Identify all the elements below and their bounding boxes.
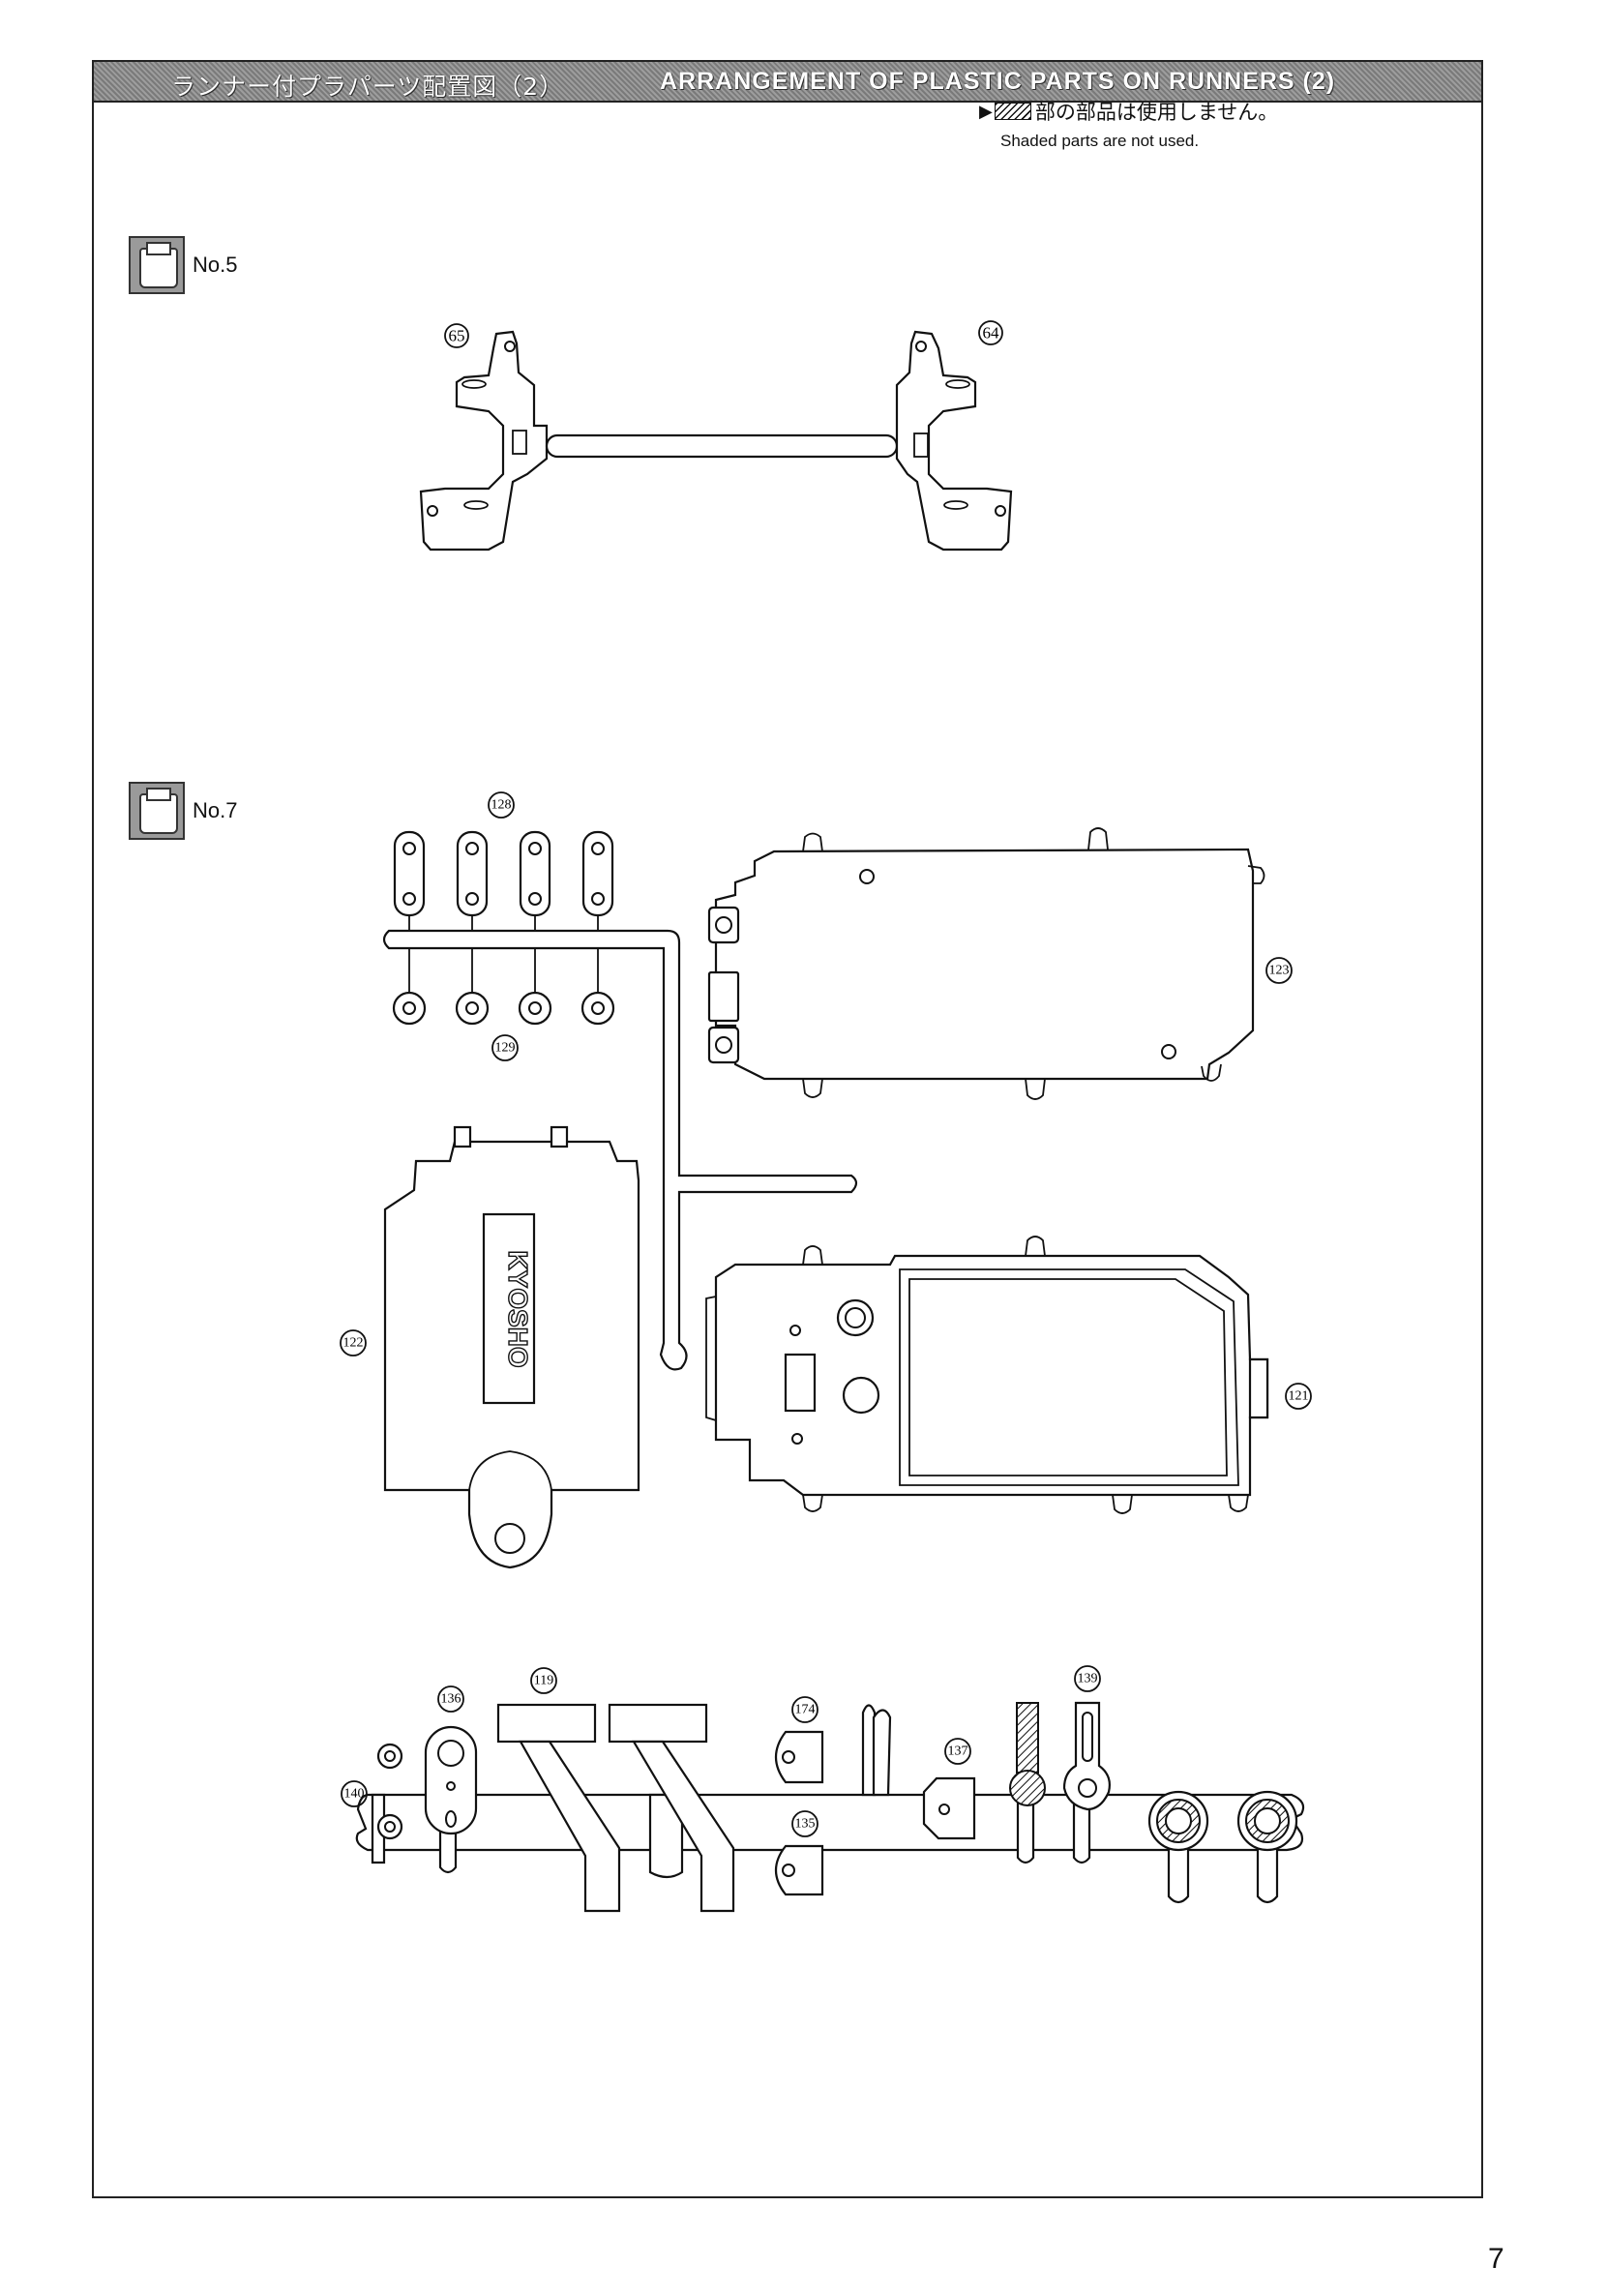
part-number-64: 64 <box>978 320 1003 345</box>
parts-bag-icon <box>129 782 185 840</box>
triangle-right-icon: ▶ <box>979 101 993 122</box>
part-number-122: 122 <box>340 1329 367 1357</box>
part-number-174: 174 <box>791 1696 818 1723</box>
part-unused-bushings <box>1147 1790 1298 1852</box>
runner-label-no5: No.5 <box>193 253 238 277</box>
part-65-hole <box>504 341 516 352</box>
part-136-shape <box>424 1725 478 1835</box>
part-64-slot <box>945 379 970 389</box>
part-number-128: 128 <box>488 791 515 819</box>
part-123-shape <box>707 827 1265 1100</box>
part-64-hole <box>915 341 927 352</box>
runner-label-no7: No.7 <box>193 798 238 822</box>
note-text-english: Shaded parts are not used. <box>1000 132 1200 150</box>
runner-heading-no5: No.5 <box>129 236 237 294</box>
part-number-174-text: 174 <box>795 1703 816 1717</box>
part-number-135: 135 <box>791 1810 818 1837</box>
part-number-123: 123 <box>1265 957 1293 984</box>
part-number-129: 129 <box>491 1034 519 1061</box>
part-number-140-text: 140 <box>344 1787 365 1802</box>
runner-no5-diagram: 65 64 <box>419 320 1013 552</box>
part-122-shape: KYOSHO <box>383 1125 640 1569</box>
part-number-137-text: 137 <box>948 1744 968 1759</box>
note-japanese-line: ▶ 部の部品は使用しません。 <box>979 97 1278 126</box>
part-135-shape <box>774 1844 824 1896</box>
part-number-119-text: 119 <box>534 1674 553 1688</box>
part-number-139: 139 <box>1074 1665 1101 1692</box>
part-number-121-text: 121 <box>1289 1389 1309 1404</box>
part-137-shape <box>922 1776 976 1840</box>
runner-posts <box>371 1704 1279 1904</box>
page-number: 7 <box>1488 2243 1504 2275</box>
title-bar: ランナー付プラパーツ配置図（2） ARRANGEMENT OF PLASTIC … <box>94 62 1481 103</box>
part-number-123-text: 123 <box>1269 964 1290 978</box>
title-japanese: ランナー付プラパーツ配置図（2） <box>171 73 565 101</box>
parts-bag-icon <box>129 236 185 294</box>
part-number-65-text: 65 <box>449 327 465 345</box>
part-65-slot <box>463 500 489 510</box>
part-65-slot <box>461 379 487 389</box>
part-64-slot <box>943 500 968 510</box>
part-number-64-text: 64 <box>983 324 1000 343</box>
part-number-140: 140 <box>341 1780 368 1807</box>
part-number-122-text: 122 <box>343 1336 364 1351</box>
part-number-121: 121 <box>1285 1383 1312 1410</box>
parts-140-group <box>376 1743 403 1840</box>
parts-129-group <box>392 948 615 1026</box>
part-number-137: 137 <box>944 1738 971 1765</box>
kyosho-logo: KYOSHO <box>503 1250 533 1367</box>
part-number-129-text: 129 <box>495 1041 516 1056</box>
title-english: ARRANGEMENT OF PLASTIC PARTS ON RUNNERS … <box>660 68 1336 95</box>
part-121-shape <box>705 1236 1269 1514</box>
runner-tree-upper <box>382 929 858 1371</box>
runner-no7-diagram: 128 129 123 <box>340 791 1312 1913</box>
part-64-shape <box>895 330 1013 552</box>
part-65-gate <box>512 430 527 455</box>
runner-bar <box>545 433 899 459</box>
runner-heading-no7: No.7 <box>129 782 237 840</box>
part-64-gate <box>913 432 929 458</box>
part-65-hole <box>427 505 438 517</box>
part-119-shape <box>496 1703 735 1913</box>
part-number-136-text: 136 <box>441 1692 461 1707</box>
parts-128-group <box>393 830 614 931</box>
note-text-japanese: 部の部品は使用しません。 <box>1034 101 1279 124</box>
part-65-shape <box>419 330 549 552</box>
part-139-shape <box>1062 1701 1111 1811</box>
part-number-65: 65 <box>444 323 469 348</box>
part-number-139-text: 139 <box>1078 1672 1098 1686</box>
part-unused-rod <box>1009 1702 1046 1806</box>
part-number-128-text: 128 <box>491 798 512 813</box>
page-frame: ランナー付プラパーツ配置図（2） ARRANGEMENT OF PLASTIC … <box>92 60 1483 2198</box>
shaded-swatch-icon <box>994 103 1031 120</box>
part-number-119: 119 <box>530 1667 557 1694</box>
unused-parts-note: ▶ 部の部品は使用しません。 Shaded parts are not used… <box>979 97 1278 151</box>
part-174-shape <box>774 1730 824 1784</box>
part-64-hole <box>995 505 1006 517</box>
part-number-135-text: 135 <box>795 1817 816 1832</box>
part-number-136: 136 <box>437 1685 464 1713</box>
